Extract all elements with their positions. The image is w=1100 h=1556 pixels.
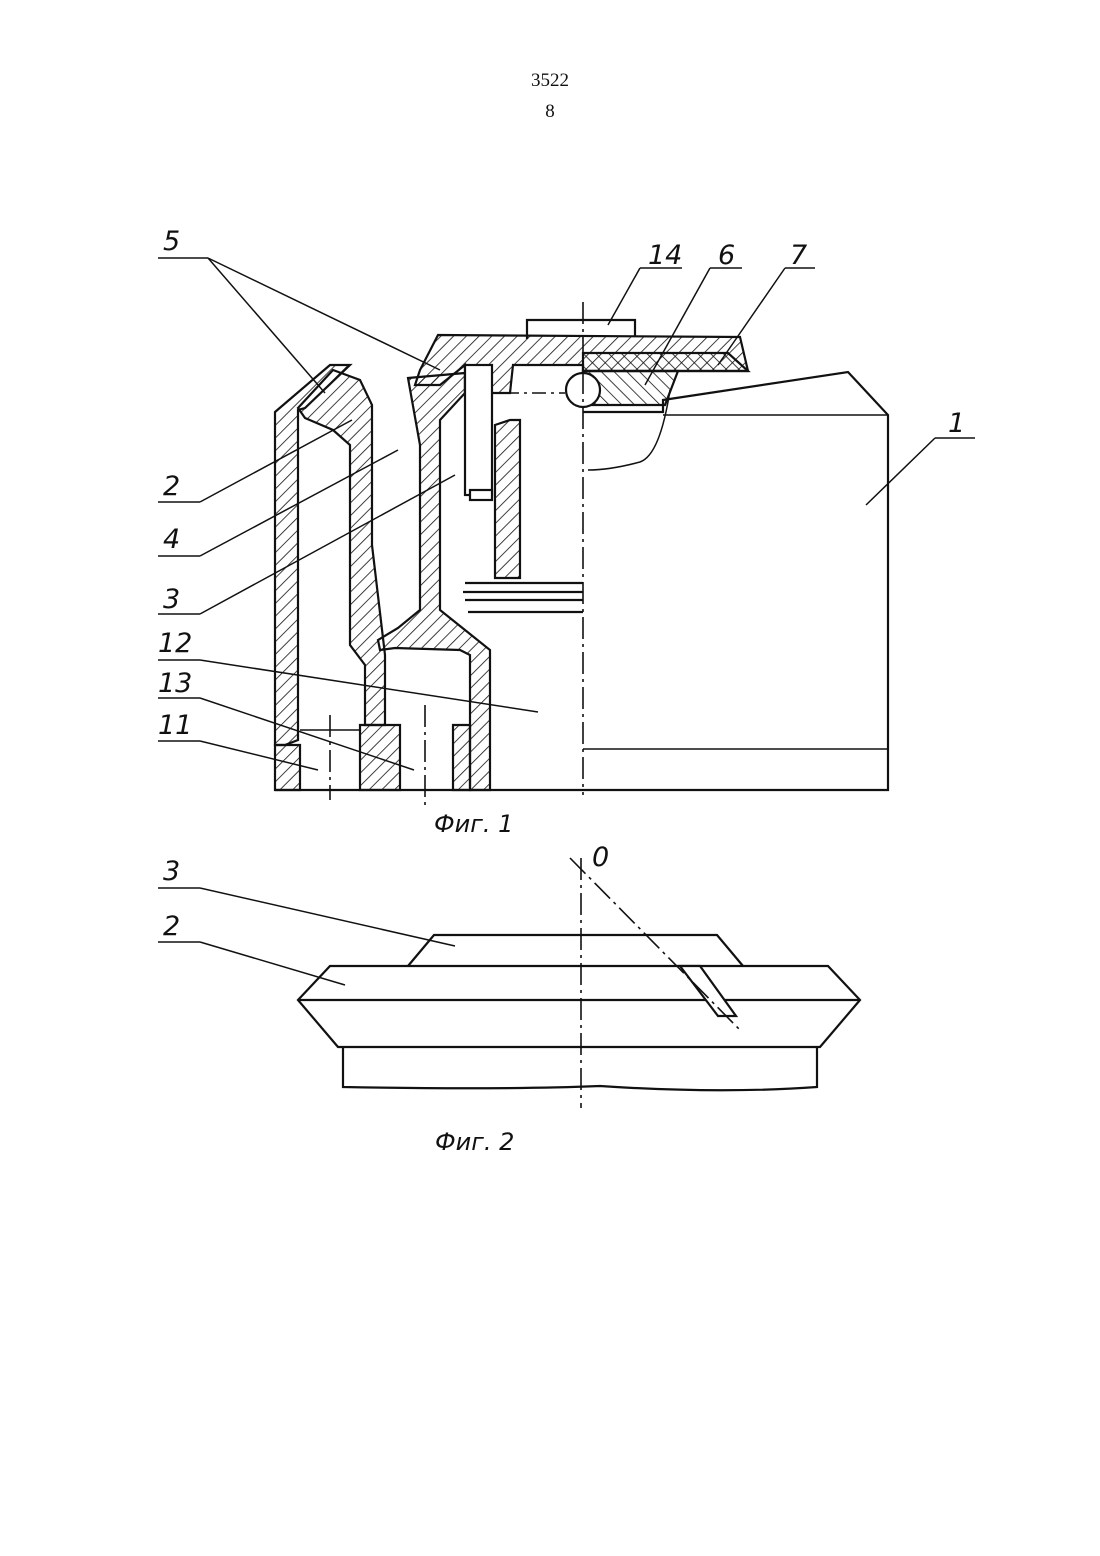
part-1-body <box>583 372 888 790</box>
inner-column <box>495 420 520 578</box>
fig1-caption: Фиг. 1 <box>434 810 513 838</box>
part-2-body <box>298 966 860 1047</box>
groove <box>463 583 583 612</box>
fig2-label-0: 0 <box>592 842 609 873</box>
part-3-top <box>408 935 743 966</box>
figure-2: 3 2 0 Фиг. 2 <box>158 842 860 1156</box>
part-11 <box>275 745 300 790</box>
part-2 <box>298 370 385 725</box>
label-2: 2 <box>163 471 180 502</box>
fig2-caption: Фиг. 2 <box>435 1128 514 1156</box>
label-3: 3 <box>163 584 180 615</box>
label-12: 12 <box>158 628 192 659</box>
label-7: 7 <box>790 240 807 271</box>
label-5: 5 <box>163 226 180 257</box>
shaft-section <box>343 1047 817 1090</box>
slot <box>680 966 736 1016</box>
label-14: 14 <box>648 240 682 271</box>
fig2-label-2: 2 <box>163 911 180 942</box>
part-7 <box>583 353 748 371</box>
part-13 <box>360 725 400 790</box>
locking-bar <box>465 365 492 495</box>
label-11: 11 <box>158 710 192 741</box>
label-4: 4 <box>163 524 180 555</box>
label-13: 13 <box>158 668 192 699</box>
label-1: 1 <box>948 408 965 439</box>
fig2-label-3: 3 <box>163 856 180 887</box>
figure-1: 5 14 6 7 1 2 4 3 12 <box>158 226 975 838</box>
label-6: 6 <box>718 240 735 271</box>
